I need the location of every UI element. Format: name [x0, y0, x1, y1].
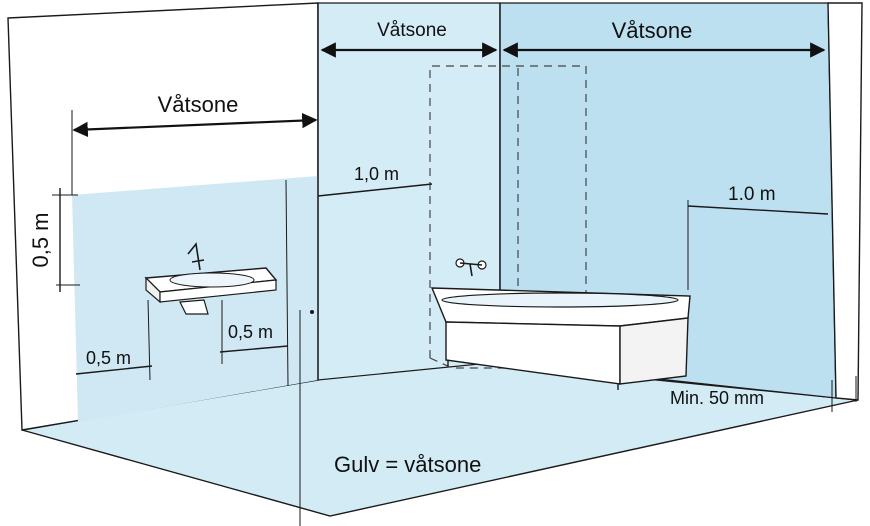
- washbasin: [144, 242, 278, 315]
- basin-right-dimension-label: 0,5 m: [228, 322, 273, 342]
- floor-label: Gulv = våtsone: [334, 452, 481, 477]
- min-dimension-label: Min. 50 mm: [670, 388, 764, 408]
- bath-dimension-label: 1.0 m: [728, 184, 776, 205]
- wet-zone-mid-label: Våtsone: [377, 20, 447, 41]
- wet-zone-left-arrow: [72, 112, 318, 138]
- bathtub: [430, 287, 691, 390]
- bath-tap-icon: [455, 258, 487, 277]
- bath-dimension: [687, 200, 829, 290]
- basin-wet-zone: [72, 176, 318, 422]
- zone-edge-line: [285, 179, 289, 387]
- min-dimension: [831, 376, 857, 412]
- shower-dimension: [317, 183, 433, 197]
- basin-left-dimension-label: 0,5 m: [86, 348, 131, 368]
- basin-dimensions: [75, 299, 289, 381]
- height-dimension: [52, 188, 80, 292]
- shower-dimension-label: 1,0 m: [354, 164, 399, 184]
- wet-zone-right-label: Våtsone: [612, 18, 693, 43]
- height-dimension-label: 0,5 m: [28, 212, 53, 267]
- wet-zone-left-label: Våtsone: [158, 92, 239, 117]
- right-wall: [827, 2, 863, 401]
